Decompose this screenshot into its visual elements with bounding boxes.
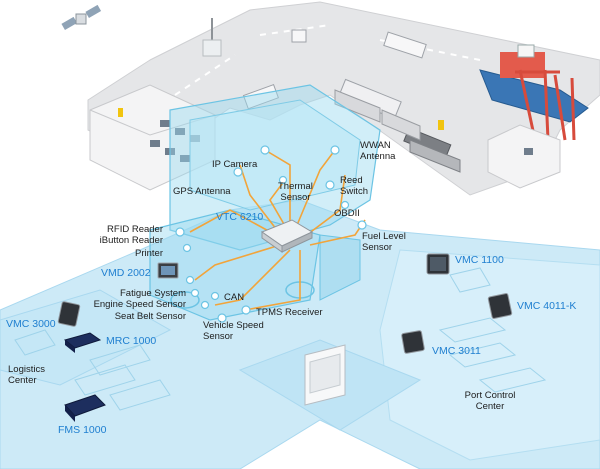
logistics-desks	[14, 329, 171, 411]
label-thermal-sensor: Thermal Sensor	[278, 181, 313, 203]
vtc-6210-device	[260, 219, 314, 253]
label-printer: Printer	[135, 248, 163, 259]
label-reed-switch: Reed Switch	[340, 175, 368, 197]
label-vmd-2002: VMD 2002	[101, 267, 151, 279]
label-wwan-antenna: WWAN Antenna	[360, 140, 396, 162]
floor-right-zone	[379, 249, 600, 461]
vmc-1100-device	[426, 253, 450, 275]
port-cranes	[515, 69, 576, 141]
label-rfid-reader: RFID Reader	[107, 224, 163, 235]
label-vmc-3000: VMC 3000	[6, 318, 56, 330]
cell-tower	[202, 18, 222, 57]
vmc-3000-device	[57, 301, 81, 327]
fms-1000-device	[64, 394, 106, 422]
label-fms-1000: FMS 1000	[58, 424, 107, 436]
port-control-building	[487, 124, 561, 189]
label-tpms-receiver: TPMS Receiver	[256, 307, 323, 318]
vmc-4011k-device	[487, 293, 513, 319]
label-logistics-center: Logistics Center	[8, 364, 45, 386]
label-vtc-6210: VTC 6210	[216, 211, 264, 223]
label-vmc-4011k: VMC 4011-K	[517, 300, 577, 312]
label-engine-speed-sensor: Engine Speed Sensor	[93, 299, 186, 310]
sensor-markers	[175, 145, 367, 323]
satellite	[61, 4, 102, 30]
vmc-3011-device	[401, 330, 425, 354]
label-can: CAN	[224, 292, 245, 303]
label-seat-belt-sensor: Seat Belt Sensor	[114, 311, 186, 322]
label-obdii: OBDII	[334, 208, 360, 219]
label-port-control-center: Port Control Center	[464, 390, 516, 412]
label-vmc-1100: VMC 1100	[455, 254, 504, 266]
center-display-stand	[304, 344, 346, 406]
vmd-2002-device	[157, 262, 179, 279]
cargo-train	[334, 89, 461, 173]
port-control-desks	[438, 267, 547, 393]
mrc-1000-device	[63, 332, 102, 353]
label-fatigue-system: Fatigue System	[120, 288, 186, 299]
label-vmc-3011: VMC 3011	[432, 345, 481, 357]
road-dashes	[174, 24, 561, 96]
label-ibutton-reader: iButton Reader	[99, 235, 163, 246]
label-mrc-1000: MRC 1000	[106, 335, 157, 347]
label-vehicle-speed-sensor: Vehicle Speed Sensor	[203, 320, 264, 342]
label-ip-camera: IP Camera	[212, 159, 258, 170]
label-fuel-level-sensor: Fuel Level Sensor	[362, 231, 406, 253]
label-gps-antenna: GPS Antenna	[173, 186, 231, 197]
